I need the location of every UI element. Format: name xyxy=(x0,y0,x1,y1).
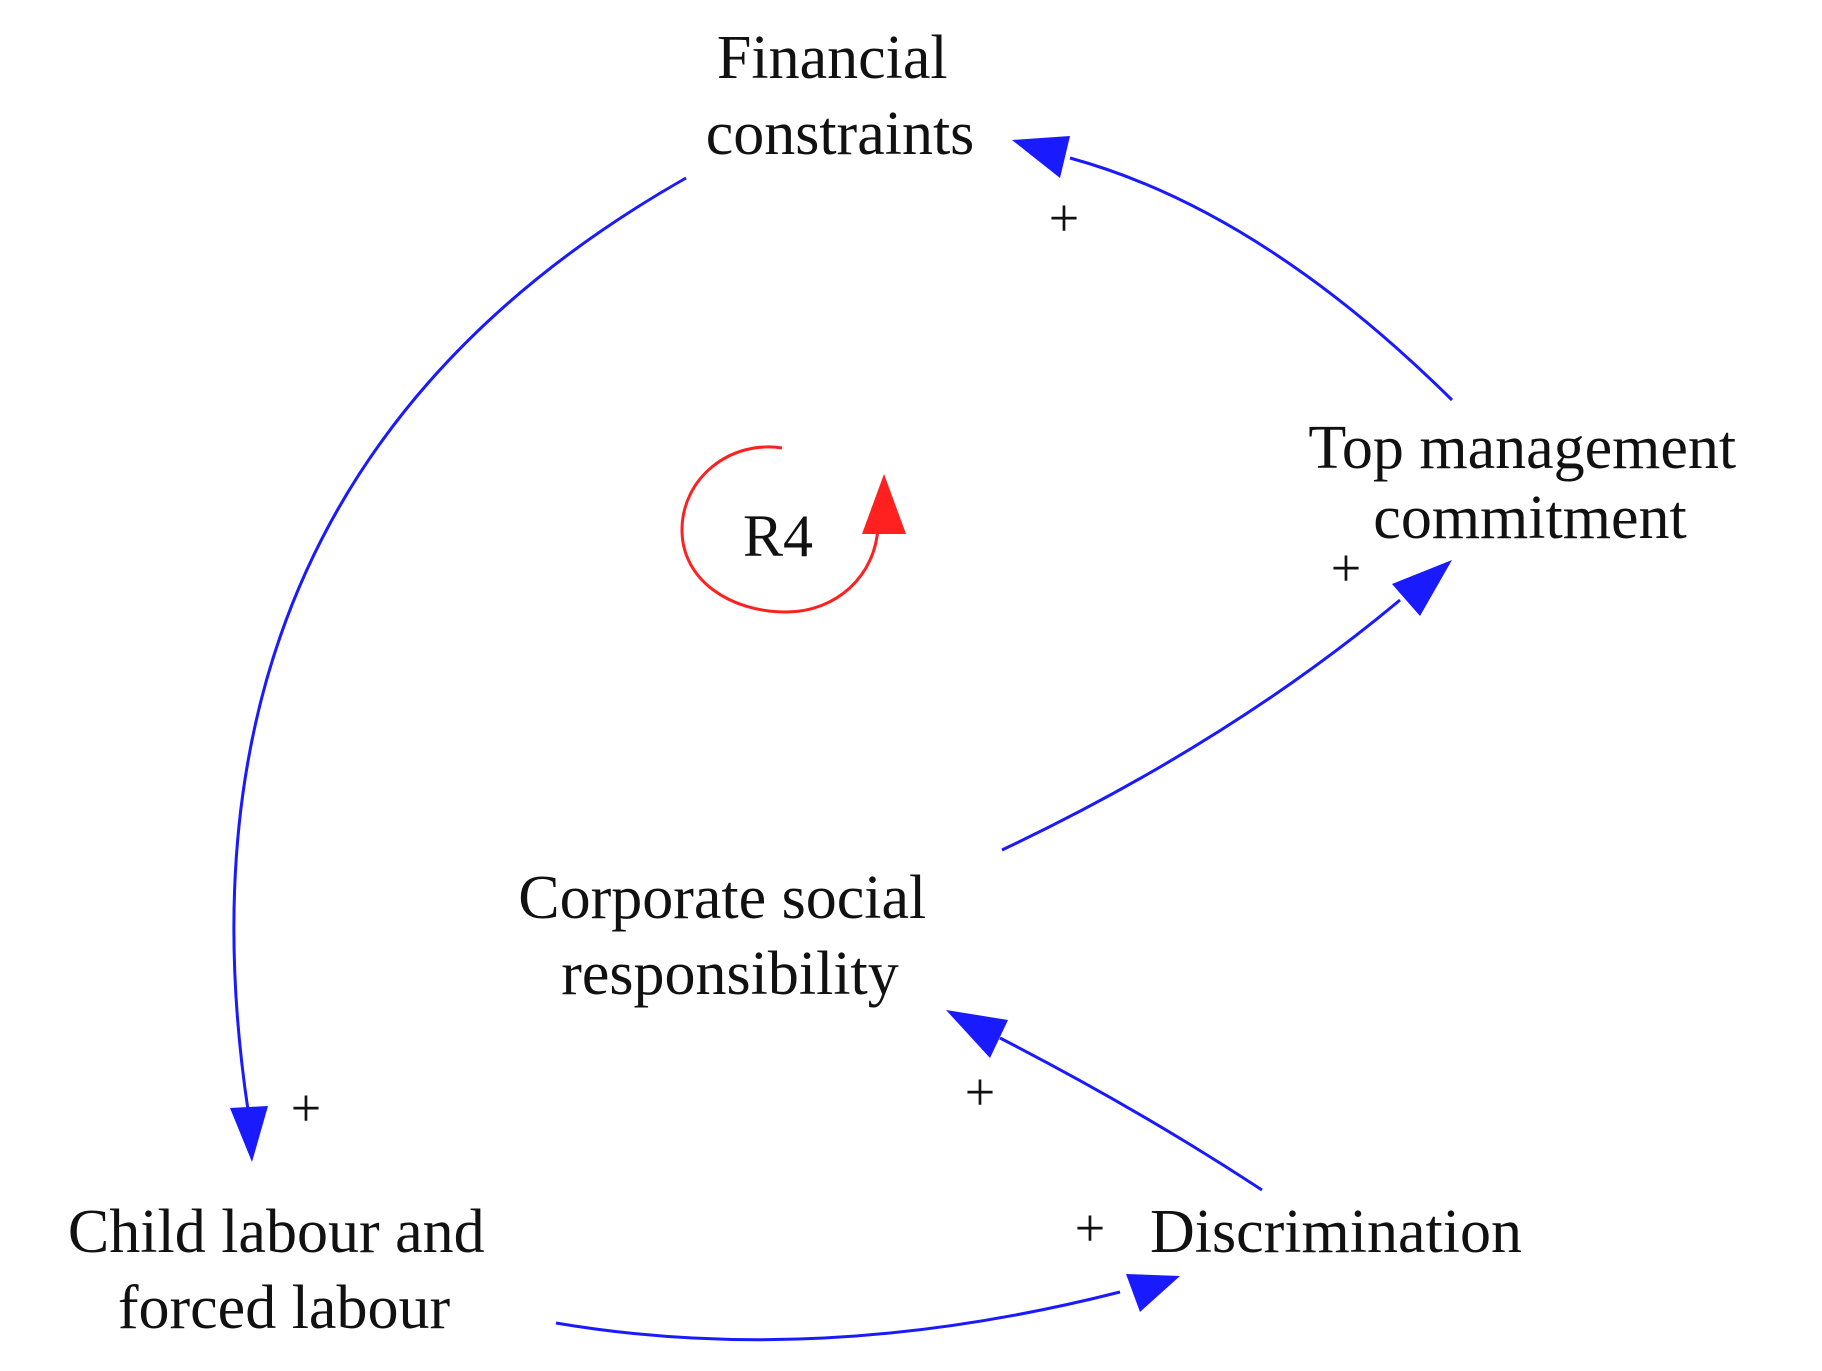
arrowhead xyxy=(230,1106,268,1162)
link-line xyxy=(232,176,687,1111)
node-label-line: Top management xyxy=(1308,414,1736,482)
node-label-line: Child labour and xyxy=(68,1198,485,1266)
link-line xyxy=(1001,598,1401,852)
arrowhead xyxy=(1012,136,1070,178)
node-corporate-social-responsibility: Corporate social responsibility xyxy=(518,864,942,1008)
link-csr-to-top-management xyxy=(1001,560,1452,852)
node-label-line: constraints xyxy=(706,100,975,168)
arrowhead xyxy=(1392,560,1452,616)
link-child-labour-to-discrimination xyxy=(555,1274,1180,1342)
node-label-line: Corporate social xyxy=(518,864,926,932)
polarity-discrimination-to-csr: + xyxy=(965,1062,995,1122)
node-label-line: Financial xyxy=(717,24,948,92)
link-line xyxy=(1069,156,1454,402)
arrowhead xyxy=(1126,1274,1180,1312)
polarity-child-labour-to-discrimination: + xyxy=(1075,1198,1105,1258)
node-label-line: Discrimination xyxy=(1150,1198,1522,1266)
node-discrimination: Discrimination xyxy=(1150,1198,1522,1266)
polarity-top-management-to-financial: + xyxy=(1049,188,1079,248)
link-line xyxy=(999,1036,1263,1192)
link-financial-to-child-labour xyxy=(230,176,687,1162)
node-financial-constraints: Financial constraints xyxy=(706,24,975,168)
node-label-line: commitment xyxy=(1373,484,1686,552)
polarity-financial-to-child-labour: + xyxy=(291,1078,321,1138)
loop-arc-icon xyxy=(680,445,880,614)
loop-label: R4 xyxy=(743,503,813,569)
link-discrimination-to-csr xyxy=(946,1010,1263,1192)
node-top-management-commitment: Top management commitment xyxy=(1308,414,1751,552)
node-child-labour-forced-labour: Child labour and forced labour xyxy=(68,1198,500,1342)
node-label-line: forced labour xyxy=(118,1274,451,1342)
loop-marker-r4: R4 xyxy=(680,445,906,614)
link-top-management-to-financial xyxy=(1012,136,1454,402)
polarity-csr-to-top-management: + xyxy=(1331,538,1361,598)
node-label-line: responsibility xyxy=(561,940,899,1008)
arrowhead xyxy=(946,1010,1008,1058)
link-line xyxy=(555,1290,1121,1342)
loop-arrowhead-icon xyxy=(862,474,906,534)
